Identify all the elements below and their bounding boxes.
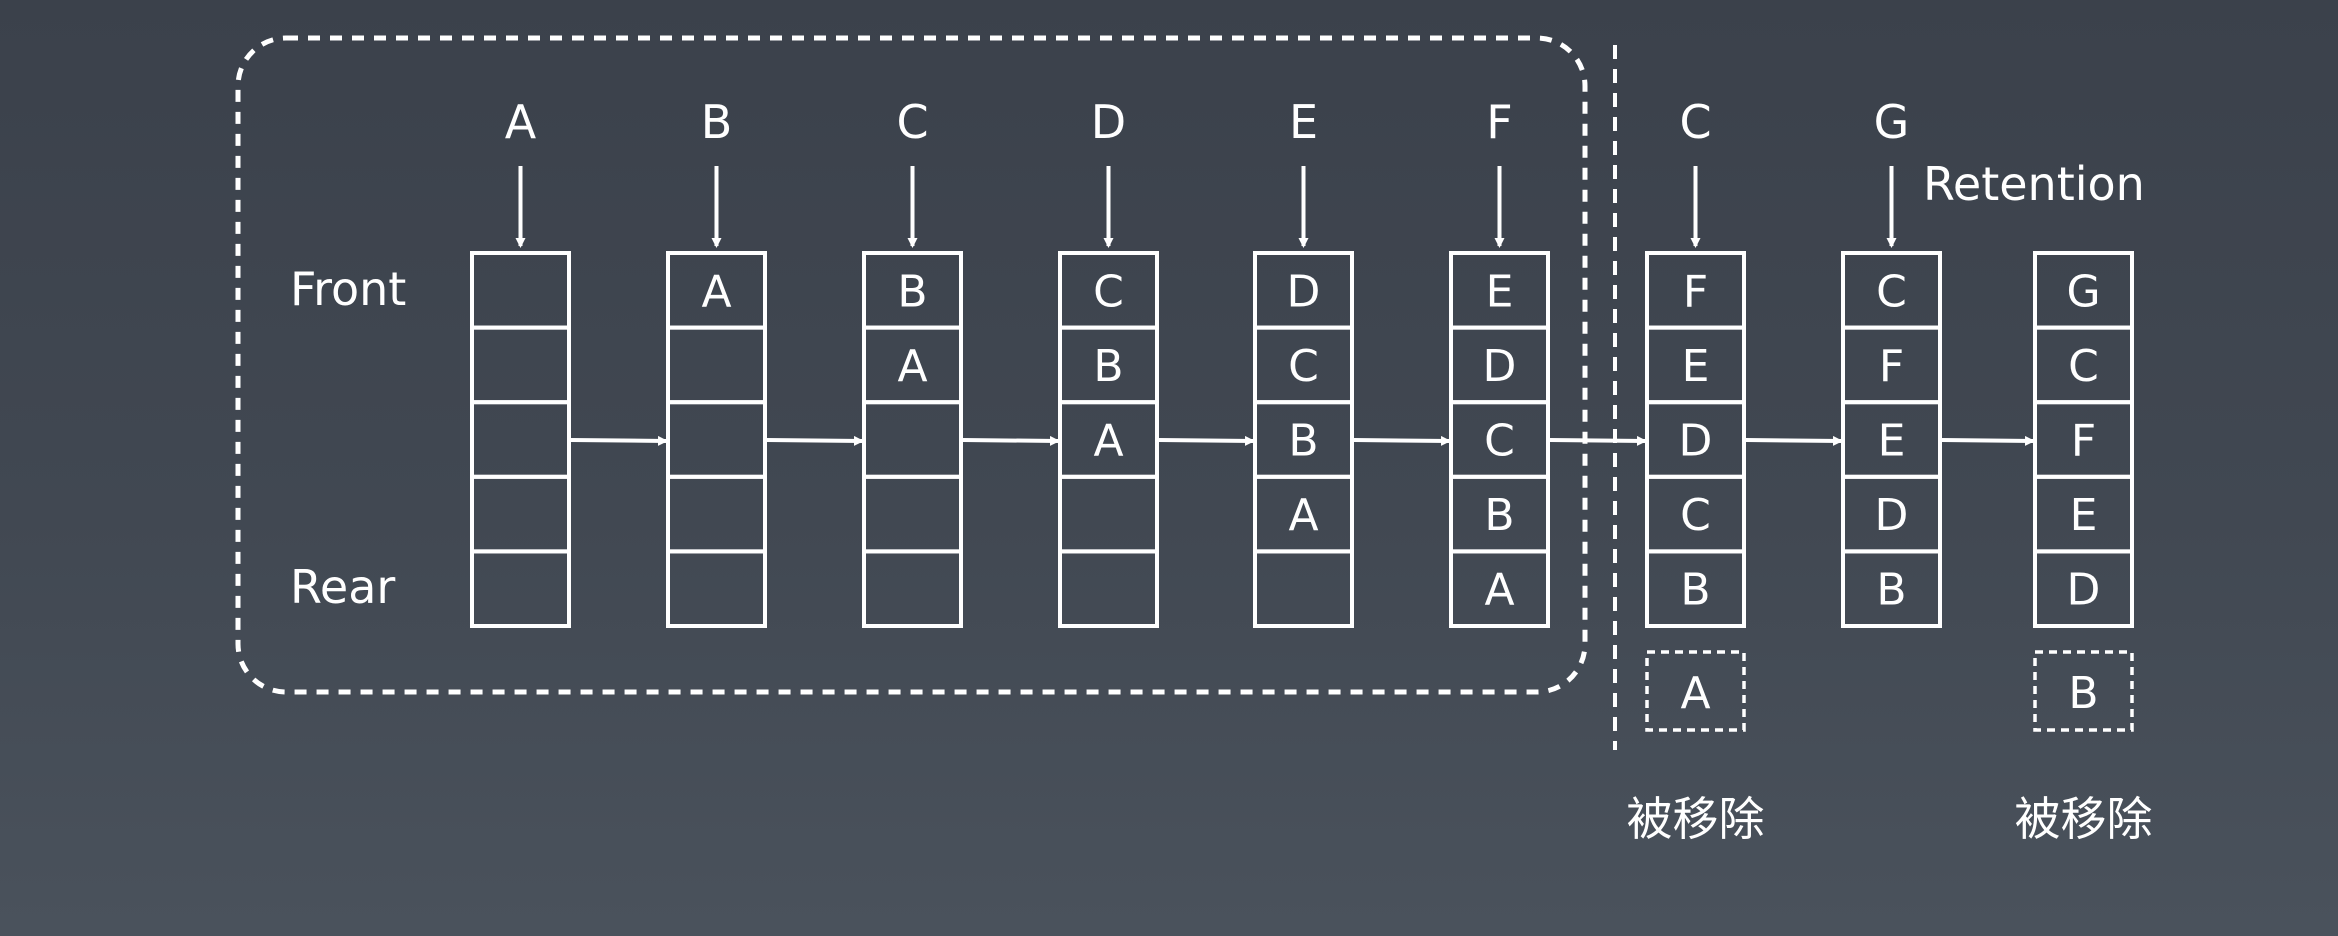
input-label: C: [896, 95, 928, 149]
cache-slot: [470, 549, 571, 629]
cache-item: A: [1484, 565, 1514, 616]
cache-slot: [2033, 549, 2134, 629]
evicted-item: B: [2068, 668, 2098, 719]
input-label: A: [505, 95, 537, 149]
cache-item: A: [1288, 490, 1318, 541]
transition-arrow: [962, 435, 1060, 446]
cache-item: A: [897, 341, 927, 392]
cache-slot: [666, 549, 767, 629]
cache-item: C: [1093, 266, 1124, 317]
evicted-item-box: [2033, 650, 2134, 732]
cache-item: B: [1484, 490, 1514, 541]
stage-3: C BA: [862, 95, 963, 629]
cache-slot: [666, 474, 767, 554]
cache-item: D: [1287, 266, 1321, 317]
input-label: F: [1486, 95, 1512, 149]
cache-item: G: [2066, 266, 2100, 317]
transition-arrow: [570, 435, 668, 446]
cache-slot: [470, 400, 571, 479]
cache-item: D: [1679, 416, 1713, 467]
cache-slot: [1449, 549, 1550, 629]
cache-slot: [1058, 549, 1159, 629]
cache-item: E: [2070, 490, 2098, 541]
evicted-item-box: [1645, 650, 1746, 732]
cache-item: E: [1486, 266, 1514, 317]
transition-arrow: [1745, 435, 1843, 446]
cache-item: F: [2071, 416, 2096, 467]
cache-slot: [470, 251, 571, 330]
initial-fill-group-outline: [235, 35, 1588, 695]
cache-slot: [1841, 549, 1942, 629]
cache-slot: [470, 474, 571, 554]
cache-slot: [1058, 474, 1159, 554]
cache-item: C: [1484, 416, 1515, 467]
cache-slot: [666, 325, 767, 405]
cache-item: D: [2067, 565, 2101, 616]
input-label: E: [1289, 95, 1318, 149]
cache-slot: [862, 549, 963, 629]
cache-item: C: [1680, 490, 1711, 541]
cache-item: B: [1876, 565, 1906, 616]
evicted-item: A: [1680, 668, 1710, 719]
cache-item: C: [2068, 341, 2099, 392]
cache-item: A: [701, 266, 731, 317]
cache-item: B: [1288, 416, 1318, 467]
cache-slot: [666, 400, 767, 479]
input-label: C: [1679, 95, 1711, 149]
transition-arrow: [1941, 435, 2035, 446]
cache-item: B: [1093, 341, 1123, 392]
cache-slot: [470, 325, 571, 405]
front-label: Front: [290, 262, 406, 316]
stage-4: D CBA: [1058, 95, 1159, 629]
cache-item: F: [1683, 266, 1708, 317]
cache-item: E: [1878, 416, 1906, 467]
input-label: D: [1091, 95, 1126, 149]
cache-item: B: [897, 266, 927, 317]
transition-arrow: [1353, 435, 1451, 446]
cache-item: E: [1682, 341, 1710, 392]
input-label: B: [701, 95, 733, 149]
cache-slot: [862, 400, 963, 479]
cache-item: C: [1876, 266, 1907, 317]
transition-arrow: [1549, 435, 1647, 446]
evicted-caption: 被移除: [1627, 792, 1765, 846]
stage-2: BA: [666, 95, 767, 629]
rear-label: Rear: [290, 560, 395, 614]
cache-item: A: [1093, 416, 1123, 467]
stage-1: A: [470, 95, 571, 629]
cache-item: F: [1879, 341, 1904, 392]
input-label: G: [1874, 95, 1910, 149]
cache-item: B: [1680, 565, 1710, 616]
cache-item: D: [1483, 341, 1517, 392]
evicted-caption: 被移除: [2015, 792, 2153, 846]
cache-slot: [1645, 549, 1746, 629]
transition-arrow: [1158, 435, 1255, 446]
cache-slot: [1253, 549, 1354, 629]
cache-slot: [862, 474, 963, 554]
cache-item: D: [1875, 490, 1909, 541]
retention-label: Retention: [1923, 157, 2145, 211]
cache-item: C: [1288, 341, 1319, 392]
transition-arrow: [766, 435, 864, 446]
